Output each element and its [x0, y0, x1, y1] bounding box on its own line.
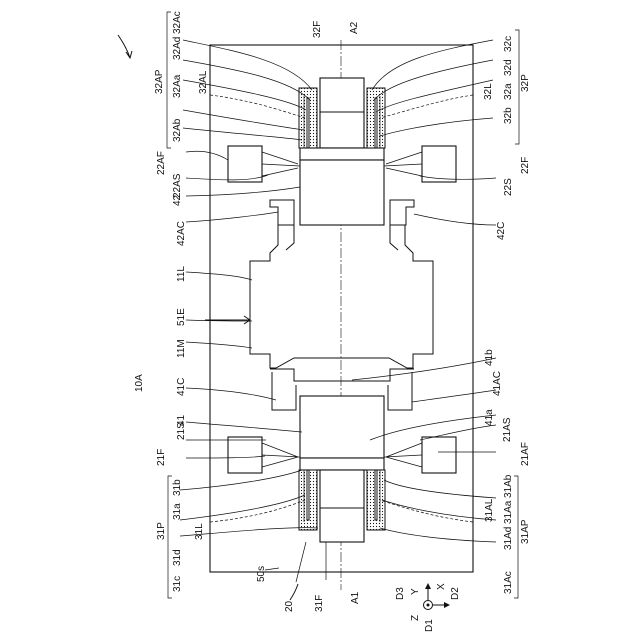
- top-anchor-group: [299, 78, 385, 160]
- label-21AF: 21AF: [520, 442, 531, 466]
- label-51E: 51E: [176, 308, 187, 326]
- label-50s: 50s: [256, 566, 267, 582]
- label-41a: 41a: [484, 409, 495, 426]
- bracket-32P: [515, 30, 519, 144]
- label-32a: 32a: [503, 83, 514, 100]
- label-A2: A2: [349, 21, 360, 34]
- label-32Ab: 32Ab: [172, 118, 183, 142]
- label-21F: 21F: [156, 449, 167, 466]
- label-31b: 31b: [172, 479, 183, 496]
- labels-top-left: 32AP 32Aa 32Ab 32Ad 32Ac 32AL: [154, 11, 209, 142]
- label-axis-d3: D3: [395, 587, 406, 600]
- label-axis-d2: D2: [450, 587, 461, 600]
- label-20: 20: [284, 600, 295, 612]
- bracket-32AP: [167, 12, 171, 148]
- label-31P: 31P: [156, 522, 167, 540]
- label-31L: 31L: [194, 523, 205, 540]
- label-32AL: 32AL: [198, 70, 209, 94]
- label-axis-x: X: [436, 583, 447, 590]
- label-31Ad: 31Ad: [503, 527, 514, 550]
- label-axis-y: Y: [410, 588, 421, 595]
- label-41: 41: [176, 414, 187, 426]
- label-21AS: 21AS: [502, 417, 513, 442]
- label-42: 42: [172, 194, 183, 206]
- label-41AC: 41AC: [492, 371, 503, 396]
- label-41C: 41C: [176, 378, 187, 396]
- label-32d: 32d: [503, 59, 514, 76]
- label-32b: 32b: [503, 107, 514, 124]
- label-axis-d1: D1: [424, 619, 435, 632]
- bottom-anchor-group: [299, 458, 385, 542]
- arrow-20: [290, 584, 298, 600]
- label-31Ab: 31Ab: [503, 474, 514, 498]
- label-32L: 32L: [483, 83, 494, 100]
- label-32F: 32F: [312, 21, 323, 38]
- label-A1: A1: [350, 591, 361, 604]
- label-32AP: 32AP: [154, 69, 165, 94]
- label-11M: 11M: [176, 339, 187, 358]
- label-31AL: 31AL: [484, 498, 495, 522]
- label-32Aa: 32Aa: [172, 74, 183, 98]
- bracket-31AP: [514, 476, 518, 598]
- arrow-110: [118, 35, 132, 58]
- label-32P: 32P: [520, 74, 531, 92]
- label-22F: 22F: [520, 157, 531, 174]
- label-11L: 11L: [176, 266, 187, 282]
- label-32c: 32c: [503, 36, 514, 52]
- label-31d: 31d: [172, 549, 183, 566]
- labels-top-right: 32c 32d 32a 32b 32P 32L: [483, 36, 531, 124]
- label-31F: 31F: [314, 595, 325, 612]
- label-32Ad: 32Ad: [172, 37, 183, 60]
- label-41b: 41b: [484, 349, 495, 366]
- label-axis-z: Z: [410, 615, 421, 621]
- label-31Aa: 31Aa: [503, 500, 514, 524]
- label-31a: 31a: [172, 503, 183, 520]
- label-22AS: 22AS: [172, 173, 183, 198]
- label-42C: 42C: [496, 222, 507, 240]
- label-32Ac: 32Ac: [172, 11, 183, 34]
- label-10A: 10A: [134, 374, 145, 392]
- label-22AF: 22AF: [156, 151, 167, 175]
- label-31AP: 31AP: [520, 519, 531, 544]
- label-42AC: 42AC: [176, 221, 187, 246]
- label-31c: 31c: [172, 576, 183, 592]
- label-22S: 22S: [503, 178, 514, 196]
- label-31Ac: 31Ac: [503, 571, 514, 594]
